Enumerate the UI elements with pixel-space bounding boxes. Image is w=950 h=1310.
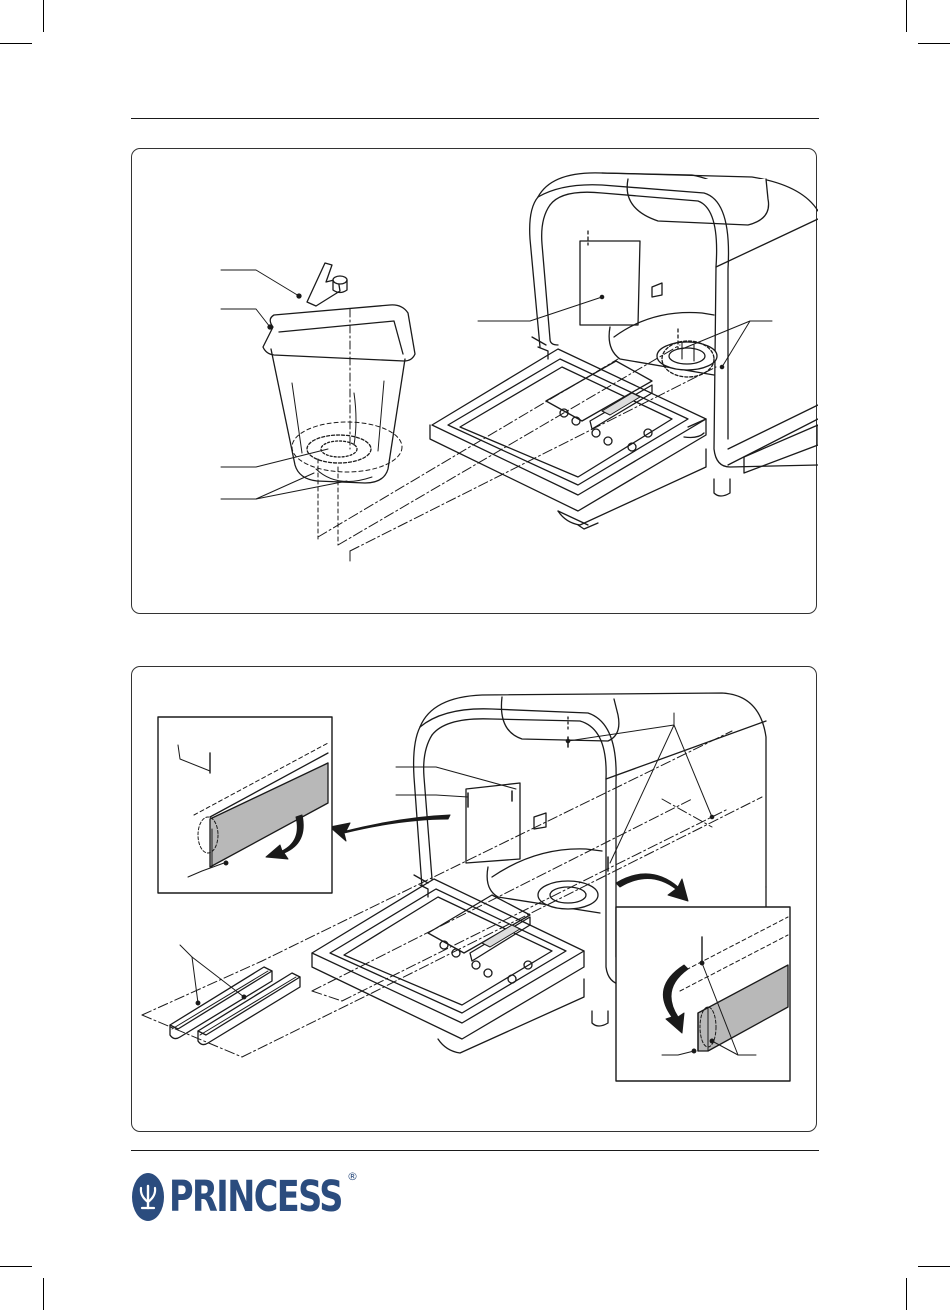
crop-mark-bottom-left-v: [43, 1278, 44, 1310]
registered-mark: ®: [347, 1170, 358, 1183]
crop-mark-top-right-v: [906, 0, 907, 32]
header-rule: [131, 118, 819, 119]
crop-mark-bottom-right-v: [906, 1278, 907, 1310]
princess-emblem-icon: [131, 1172, 165, 1222]
footer-rule: [131, 1150, 819, 1151]
move-arrow-left: [330, 815, 450, 841]
figure-crumb-tray-installation: [131, 666, 817, 1132]
inset-guide-hook-right: [616, 907, 790, 1081]
figure-1-leaders-left: [221, 270, 347, 499]
figure-bread-pan-and-kneading-blade: [131, 148, 817, 614]
crop-mark-bottom-right-h: [918, 1266, 950, 1267]
crop-mark-top-left-v: [43, 0, 44, 32]
crop-mark-bottom-left-h: [0, 1266, 32, 1267]
crumb-tray-guides: [170, 967, 300, 1045]
baking-chamber: [580, 231, 717, 377]
crop-mark-top-left-h: [0, 43, 32, 44]
princess-logo: PRINCESS ®: [131, 1168, 391, 1226]
figure-2-drawing: [132, 667, 818, 1133]
kneading-blade: [297, 263, 347, 306]
move-arrow-right: [616, 874, 688, 901]
inset-guide-slot-left: [158, 717, 332, 893]
bread-pan: [263, 305, 415, 483]
figure-1-drawing: [132, 149, 818, 615]
brand-name: PRINCESS: [169, 1176, 342, 1219]
baking-chamber: [466, 717, 608, 913]
crop-mark-top-right-h: [918, 43, 950, 44]
